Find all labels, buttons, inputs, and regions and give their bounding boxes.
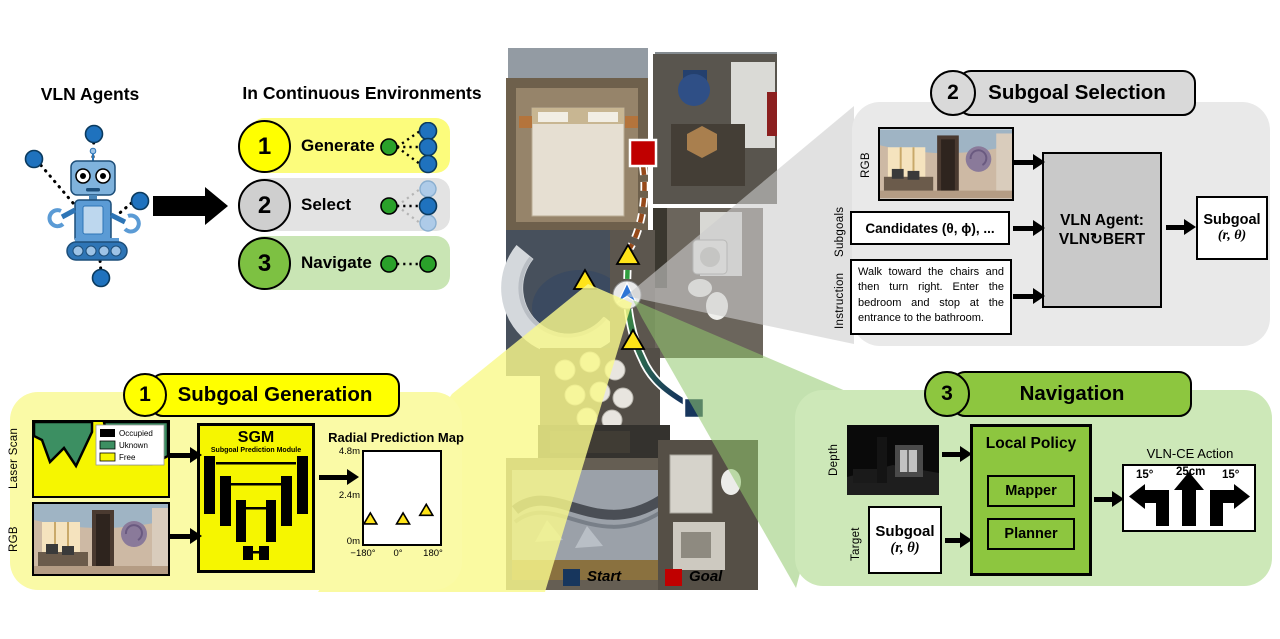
target-subgoal-line2: (r, θ) <box>890 540 920 556</box>
map-goal-marker <box>628 138 658 168</box>
vln-agent-box: VLN Agent: VLN↻BERT <box>1042 152 1162 308</box>
selection-rgb-label: RGB <box>860 152 872 178</box>
action-label-mid: 25cm <box>1176 466 1206 478</box>
map-wall-fringe <box>508 48 648 82</box>
instruction-box: Walk toward the chairs and then turn rig… <box>850 259 1012 335</box>
target-label: Target <box>850 527 862 561</box>
waypoint-dots <box>24 124 150 288</box>
select-fan-icon <box>380 180 438 232</box>
arrow-candidates-to-vln <box>1013 220 1045 236</box>
sgm-box: SGM Subgoal Prediction Module <box>197 423 315 573</box>
robot-illustration <box>24 124 150 288</box>
mapper-box: Mapper <box>987 475 1075 507</box>
goal-legend-swatch <box>665 569 682 586</box>
selection-output-line2: (r, θ) <box>1217 228 1247 243</box>
selection-title-pill: Subgoal Selection <box>958 70 1196 116</box>
navigation-number-circle: 3 <box>924 371 970 417</box>
map-start-marker <box>682 396 706 420</box>
arrow-laser-to-sgm <box>168 447 202 463</box>
house-topdown-map <box>501 48 777 590</box>
big-right-arrow-icon <box>153 187 228 225</box>
laser-scan-image: Occupied Uknown Free <box>32 420 170 498</box>
radial-xtick-left: −180° <box>350 548 376 559</box>
step-1-circle: 1 <box>238 120 291 173</box>
arrow-depth-to-policy <box>942 446 972 462</box>
action-arrows-icon <box>1129 472 1250 526</box>
radial-map-title: Radial Prediction Map <box>328 430 464 445</box>
vln-agents-title: VLN Agents <box>40 84 140 104</box>
arrow-rgb-to-vln <box>1013 154 1045 170</box>
planner-box: Planner <box>987 518 1075 550</box>
step-3-circle: 3 <box>238 237 291 290</box>
sgm-subtitle: Subgoal Prediction Module <box>210 447 302 454</box>
target-subgoal-box: Subgoal (r, θ) <box>868 506 942 574</box>
generate-fan-icon <box>380 122 438 174</box>
generation-number-circle: 1 <box>123 373 167 417</box>
vlnce-action-box: 15° 25cm 15° <box>1122 464 1256 532</box>
start-legend-label: Start <box>587 568 622 585</box>
generation-rgb-image <box>32 502 170 576</box>
arrow-policy-to-action <box>1094 491 1124 507</box>
radial-ytick-top: 4.8m <box>338 446 360 457</box>
radial-ytick-bottom: 0m <box>346 536 360 547</box>
depth-image <box>847 425 939 495</box>
arrow-target-to-policy <box>945 532 972 548</box>
local-policy-box: Local Policy Mapper Planner <box>970 424 1092 576</box>
generation-title-pill: Subgoal Generation <box>150 373 400 417</box>
radial-xtick-mid: 0° <box>393 548 403 559</box>
step-3-label: Navigate <box>301 253 372 272</box>
laser-legend-free: Free <box>119 453 136 462</box>
vln-agent-line1: VLN Agent: <box>1060 211 1144 229</box>
selection-rgb-image <box>878 127 1014 201</box>
start-legend-swatch <box>563 569 580 586</box>
selection-subgoal-output-box: Subgoal (r, θ) <box>1196 196 1268 260</box>
arrow-sgm-to-radial <box>319 469 359 485</box>
selection-output-line1: Subgoal <box>1203 212 1261 228</box>
local-policy-title: Local Policy <box>985 435 1077 452</box>
radial-ytick-mid: 2.4m <box>338 490 360 501</box>
radial-plot-points <box>364 502 435 525</box>
goal-legend-label: Goal <box>689 568 723 585</box>
radial-xtick-right: 180° <box>423 548 443 559</box>
map-agent-marker <box>612 280 642 310</box>
step-2-circle: 2 <box>238 179 291 232</box>
arrow-rgb-to-sgm <box>168 528 202 544</box>
laser-scan-label: Laser Scan <box>8 427 20 489</box>
generation-rgb-label: RGB <box>8 526 20 552</box>
arrow-instruction-to-vln <box>1013 288 1045 304</box>
radial-prediction-plot <box>362 450 442 546</box>
selection-number-circle: 2 <box>930 70 976 116</box>
navigate-fan-icon <box>380 255 437 273</box>
step-2-label: Select <box>301 195 352 214</box>
laser-legend-occupied: Occupied <box>119 429 153 438</box>
target-subgoal-line1: Subgoal <box>875 523 935 540</box>
instruction-axis-label: Instruction <box>834 272 846 330</box>
depth-label: Depth <box>828 443 840 477</box>
arrow-vln-to-subgoal <box>1166 219 1196 235</box>
laser-legend-unknown: Uknown <box>119 441 148 450</box>
vlnce-action-title: VLN-CE Action <box>1146 446 1234 461</box>
candidates-box: Candidates (θ, ϕ), ... <box>850 211 1010 245</box>
action-label-left: 15° <box>1136 469 1154 481</box>
navigation-title-pill: Navigation <box>952 371 1192 417</box>
subgoals-axis-label: Subgoals <box>834 206 846 258</box>
vln-agent-line2: VLN↻BERT <box>1058 230 1146 248</box>
step-1-label: Generate <box>301 136 375 155</box>
sgm-unet-icon <box>204 456 308 560</box>
sgm-title: SGM <box>237 429 275 446</box>
continuous-env-title: In Continuous Environments <box>242 83 482 103</box>
action-label-right: 15° <box>1222 469 1240 481</box>
